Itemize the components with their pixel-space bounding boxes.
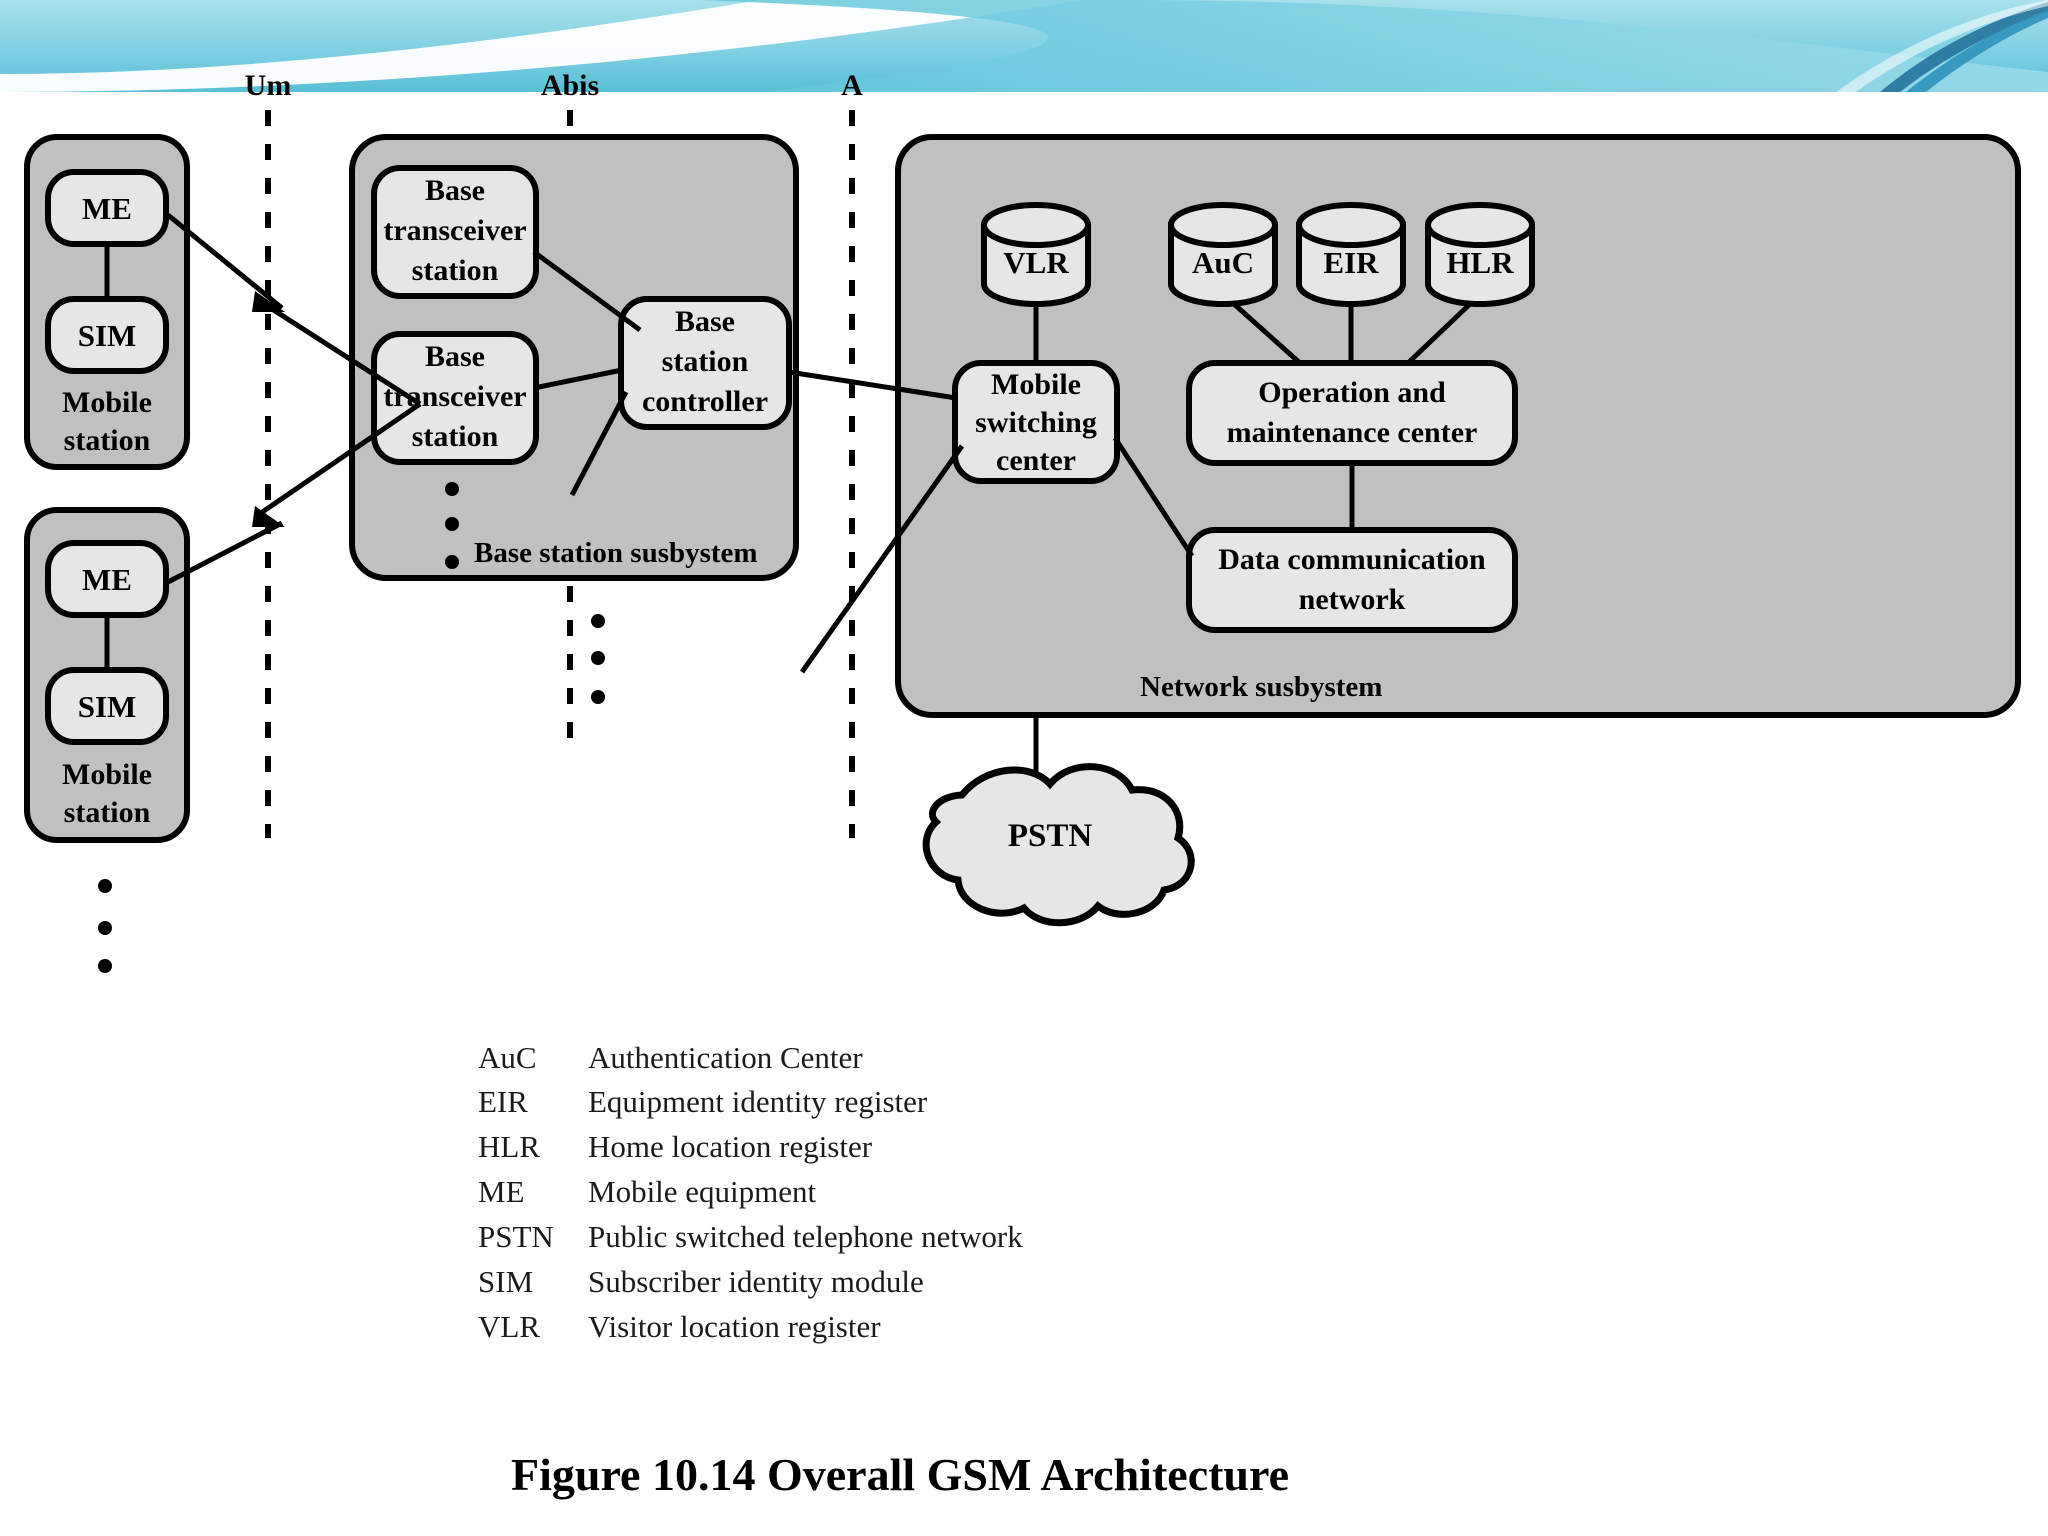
legend-abbr-5: SIM xyxy=(478,1264,533,1299)
vlr-label: VLR xyxy=(1003,245,1069,280)
msc-label-line1: Mobile xyxy=(991,368,1081,401)
link-hlr-omc xyxy=(1406,302,1472,365)
msc-label-line3: center xyxy=(996,444,1076,477)
node-me-1[interactable] xyxy=(45,169,169,247)
bss-ellipsis xyxy=(445,482,459,569)
hlr-label: HLR xyxy=(1446,245,1514,280)
link-msc-other-bss xyxy=(799,444,965,674)
mobile-station-ellipsis xyxy=(98,879,112,973)
link-bsc-ellipsis xyxy=(569,390,629,497)
node-sim-1-label: SIM xyxy=(78,318,137,353)
node-me-1-label: ME xyxy=(82,191,132,226)
node-vlr[interactable]: VLR xyxy=(981,202,1091,307)
banner-line-2 xyxy=(1906,10,2048,92)
legend-abbr-6: VLR xyxy=(478,1309,540,1344)
legend-abbr-2: HLR xyxy=(478,1129,540,1164)
bts-1-label-line3: station xyxy=(412,254,499,287)
legend-desc-3: Mobile equipment xyxy=(588,1174,817,1209)
network-subsystem-label: Network susbystem xyxy=(1140,671,1382,703)
legend-desc-5: Subscriber identity module xyxy=(588,1264,924,1299)
node-sim-2[interactable] xyxy=(45,667,169,745)
bts-2-label-line1: Base xyxy=(425,340,485,373)
banner-line-1 xyxy=(1880,2,2048,92)
group-base-station-subsystem[interactable]: Base station susbystem Base transceiver … xyxy=(349,134,799,581)
bts-1-label-line1: Base xyxy=(425,174,485,207)
legend-abbr-1: EIR xyxy=(478,1084,528,1119)
mobile-station-1-label-line1: Mobile xyxy=(62,386,152,419)
legend: AuC Authentication Center EIR Equipment … xyxy=(478,1040,1023,1344)
link-auc-omc xyxy=(1232,302,1302,365)
legend-abbr-0: AuC xyxy=(478,1040,537,1075)
legend-desc-4: Public switched telephone network xyxy=(588,1219,1023,1254)
link-msc-dcn xyxy=(1112,436,1195,558)
eir-label: EIR xyxy=(1323,245,1379,280)
decorative-header-banner xyxy=(0,0,2048,92)
bts-1-label-line2: transceiver xyxy=(383,214,526,247)
mobile-station-2-label-line1: Mobile xyxy=(62,758,152,791)
node-me-2[interactable] xyxy=(45,540,169,618)
bts-2-label-line3: station xyxy=(412,420,499,453)
interface-label-abis: Abis xyxy=(541,69,599,102)
interface-label-um: Um xyxy=(245,69,292,102)
banner-swoosh-white-left xyxy=(0,0,1080,92)
mobile-station-2-label-line2: station xyxy=(64,796,151,829)
node-pstn[interactable]: PSTN xyxy=(922,763,1195,927)
legend-desc-0: Authentication Center xyxy=(588,1040,863,1075)
node-mobile-switching-center[interactable] xyxy=(952,360,1120,484)
legend-desc-6: Visitor location register xyxy=(588,1309,881,1344)
node-sim-1[interactable] xyxy=(45,296,169,374)
node-me-2-label: ME xyxy=(82,562,132,597)
node-base-transceiver-station-2[interactable] xyxy=(371,331,539,465)
omc-label-line1: Operation and xyxy=(1258,376,1446,409)
legend-abbr-4: PSTN xyxy=(478,1219,554,1254)
node-auc[interactable]: AuC xyxy=(1168,202,1278,307)
radio-link-ms1-bts xyxy=(166,213,422,407)
base-station-subsystem-label: Base station susbystem xyxy=(474,537,758,569)
auc-label: AuC xyxy=(1192,245,1254,280)
node-base-transceiver-station-1[interactable] xyxy=(371,165,539,299)
bsc-label-line3: controller xyxy=(642,385,768,418)
radio-link-ms2-bts xyxy=(166,401,422,585)
mobile-station-1-label-line2: station xyxy=(64,424,151,457)
legend-desc-2: Home location register xyxy=(588,1129,873,1164)
group-mobile-station-2[interactable]: ME SIM Mobile station xyxy=(24,507,190,843)
banner-line-3 xyxy=(1836,0,2048,92)
dcn-label-line2: network xyxy=(1299,583,1406,616)
banner-swoosh-teal xyxy=(700,0,2048,92)
interface-label-a: A xyxy=(841,69,863,102)
node-sim-2-label: SIM xyxy=(78,689,137,724)
omc-label-line2: maintenance center xyxy=(1227,416,1478,449)
node-eir[interactable]: EIR xyxy=(1296,202,1406,307)
link-bsc-msc xyxy=(788,369,957,401)
node-base-station-controller[interactable] xyxy=(618,296,792,430)
pstn-label: PSTN xyxy=(1008,818,1093,854)
dcn-label-line1: Data communication xyxy=(1218,543,1486,576)
group-network-subsystem[interactable]: Network susbystem VLR AuC EIR HLR Mo xyxy=(895,134,2021,718)
bsc-label-line1: Base xyxy=(675,305,735,338)
figure-caption: Figure 10.14 Overall GSM Architecture xyxy=(511,1449,1289,1500)
legend-desc-1: Equipment identity register xyxy=(588,1084,928,1119)
node-hlr[interactable]: HLR xyxy=(1425,202,1535,307)
abis-ellipsis xyxy=(591,614,605,704)
link-bts2-bsc xyxy=(533,367,623,391)
group-mobile-station-1[interactable]: ME SIM Mobile station xyxy=(24,134,190,470)
bsc-label-line2: station xyxy=(662,345,749,378)
msc-label-line2: switching xyxy=(975,406,1097,439)
legend-abbr-3: ME xyxy=(478,1174,525,1209)
link-bts1-bsc xyxy=(532,249,642,333)
